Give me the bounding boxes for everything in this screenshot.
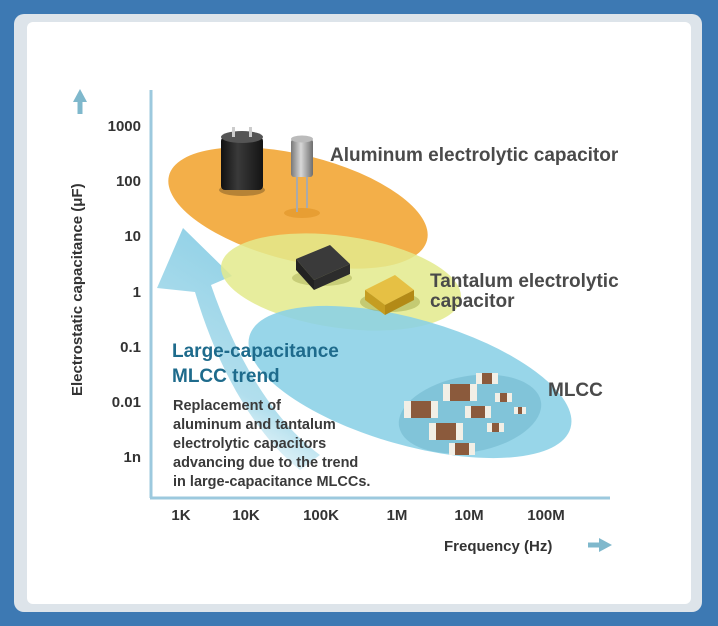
trend-description-line: Replacement of	[173, 398, 281, 414]
tantalum-capacitor-dark-icon	[292, 245, 352, 290]
aluminum-capacitor-small-icon	[284, 135, 320, 218]
trend-description-line: electrolytic capacitors	[173, 436, 326, 452]
mlcc-chip	[465, 406, 491, 418]
trend-description-line: aluminum and tantalum	[173, 417, 336, 433]
mlcc-chip	[404, 401, 438, 418]
mlcc-chip	[476, 373, 498, 384]
x-tick-label: 10K	[232, 507, 260, 524]
x-tick-label: 100M	[527, 507, 565, 524]
mlcc-chip	[429, 423, 463, 440]
y-tick-labels: 1000 100 10 1 0.1 0.01 1n	[108, 118, 141, 466]
tantalum-capacitor-gold-icon	[360, 275, 420, 315]
mlcc-chip	[449, 443, 475, 455]
x-tick-label: 100K	[303, 507, 339, 524]
x-axis-arrow-icon	[588, 538, 612, 552]
y-tick-label: 0.01	[112, 394, 141, 411]
mlcc-trend-arrow	[157, 228, 320, 470]
x-tick-label: 1M	[387, 507, 408, 524]
y-tick-label: 0.1	[120, 339, 141, 356]
tantalum-label-line1: Tantalum electrolytic	[430, 271, 619, 292]
x-tick-labels: 1K 10K 100K 1M 10M 100M	[171, 507, 564, 524]
trend-description-line: in large-capacitance MLCCs.	[173, 474, 370, 490]
trend-title-line1: Large-capacitance	[172, 341, 339, 362]
y-tick-label: 1n	[123, 449, 141, 466]
mlcc-chip	[514, 407, 526, 414]
trend-title-line2: MLCC trend	[172, 366, 280, 387]
trend-description-line: advancing due to the trend	[173, 455, 358, 471]
y-axis-arrow-icon	[73, 89, 87, 114]
mlcc-chip	[487, 423, 504, 432]
y-tick-label: 10	[124, 228, 141, 245]
x-axis-title: Frequency (Hz)	[444, 538, 552, 555]
y-tick-label: 1	[133, 284, 141, 301]
y-tick-label: 1000	[108, 118, 141, 135]
y-axis-title: Electrostatic capacitance (μF)	[69, 183, 86, 396]
x-tick-label: 10M	[454, 507, 483, 524]
y-tick-label: 100	[116, 173, 141, 190]
trend-description: Replacement of aluminum and tantalum ele…	[173, 398, 370, 490]
mlcc-label: MLCC	[548, 380, 603, 401]
aluminum-capacitor-large-icon	[219, 127, 265, 196]
aluminum-label: Aluminum electrolytic capacitor	[330, 145, 619, 166]
mlcc-chips-icon	[398, 373, 542, 455]
x-tick-label: 1K	[171, 507, 190, 524]
tantalum-label-line2: capacitor	[430, 291, 515, 312]
mlcc-chip	[495, 393, 512, 402]
mlcc-chip	[443, 384, 477, 401]
axes	[73, 89, 612, 552]
